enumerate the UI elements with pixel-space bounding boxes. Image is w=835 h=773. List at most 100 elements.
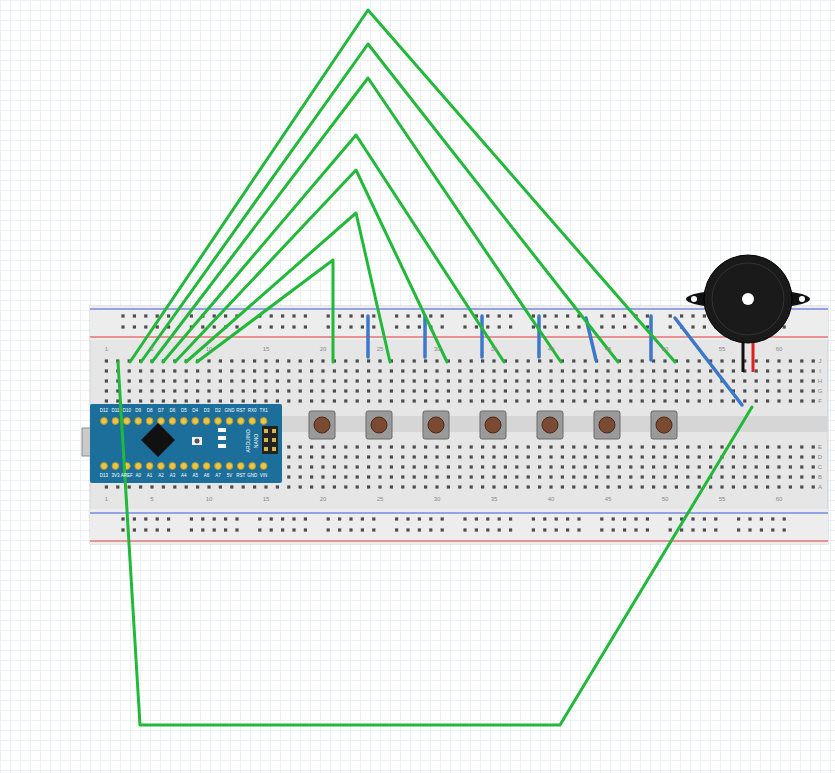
hole xyxy=(424,485,427,488)
column-number: 60 xyxy=(776,496,783,502)
led xyxy=(218,428,226,432)
hole xyxy=(327,325,330,328)
hole xyxy=(595,389,598,392)
hole xyxy=(515,399,518,402)
hole xyxy=(538,399,541,402)
hole xyxy=(470,399,473,402)
hole xyxy=(390,445,393,448)
hole xyxy=(527,455,530,458)
hole xyxy=(190,314,193,317)
hole xyxy=(344,369,347,372)
hole xyxy=(424,359,427,362)
hole xyxy=(652,475,655,478)
pin-name: D12 xyxy=(100,409,108,414)
hole xyxy=(196,369,199,372)
hole xyxy=(401,465,404,468)
hole xyxy=(652,399,655,402)
hole xyxy=(606,455,609,458)
hole xyxy=(686,465,689,468)
hole xyxy=(213,528,216,531)
hole xyxy=(321,465,324,468)
hole xyxy=(333,465,336,468)
hole xyxy=(458,389,461,392)
hole xyxy=(732,465,735,468)
hole xyxy=(304,517,307,520)
hole xyxy=(515,475,518,478)
hole xyxy=(515,389,518,392)
hole xyxy=(441,517,444,520)
hole xyxy=(470,389,473,392)
hole xyxy=(372,314,375,317)
row-letter: I xyxy=(819,368,821,374)
pin-name: RST xyxy=(236,409,245,414)
hole xyxy=(618,379,621,382)
pin-name: A6 xyxy=(204,474,210,479)
hole xyxy=(698,455,701,458)
pin-name: D7 xyxy=(158,409,164,414)
column-number: 5 xyxy=(150,496,153,502)
hole xyxy=(156,517,159,520)
column-number: 1 xyxy=(105,496,108,502)
hole xyxy=(207,485,210,488)
hole xyxy=(287,399,290,402)
hole xyxy=(686,359,689,362)
hole xyxy=(139,369,142,372)
hole xyxy=(173,485,176,488)
hole xyxy=(292,325,295,328)
hole xyxy=(235,528,238,531)
hole xyxy=(378,455,381,458)
hole xyxy=(646,517,649,520)
hole xyxy=(538,369,541,372)
hole xyxy=(498,314,501,317)
hole xyxy=(789,379,792,382)
hole xyxy=(235,325,238,328)
hole xyxy=(543,325,546,328)
row-letter: D xyxy=(818,454,822,460)
pin-name: A4 xyxy=(181,474,187,479)
hole xyxy=(698,465,701,468)
hole xyxy=(190,528,193,531)
hole xyxy=(276,369,279,372)
hole xyxy=(463,314,466,317)
pin xyxy=(180,418,187,425)
pin-name: 5V xyxy=(227,474,233,479)
hole xyxy=(470,485,473,488)
hole xyxy=(572,465,575,468)
rail-line xyxy=(90,512,828,513)
hole xyxy=(299,465,302,468)
hole xyxy=(755,485,758,488)
hole xyxy=(390,399,393,402)
hole xyxy=(390,475,393,478)
hole xyxy=(406,314,409,317)
column-number: 25 xyxy=(377,346,384,352)
hole xyxy=(606,445,609,448)
hole xyxy=(777,455,780,458)
hole xyxy=(641,465,644,468)
hole xyxy=(287,455,290,458)
hole xyxy=(504,369,507,372)
hole xyxy=(691,528,694,531)
hole xyxy=(606,465,609,468)
hole xyxy=(213,517,216,520)
pin xyxy=(101,463,108,470)
hole xyxy=(481,379,484,382)
hole xyxy=(789,465,792,468)
hole xyxy=(390,485,393,488)
hole xyxy=(720,475,723,478)
hole xyxy=(458,485,461,488)
hole xyxy=(618,389,621,392)
hole xyxy=(281,314,284,317)
hole xyxy=(618,399,621,402)
hole xyxy=(128,399,131,402)
hole xyxy=(441,314,444,317)
hole xyxy=(201,325,204,328)
hole xyxy=(492,445,495,448)
hole xyxy=(333,389,336,392)
push-button xyxy=(309,411,335,439)
hole xyxy=(253,379,256,382)
hole xyxy=(777,359,780,362)
hole xyxy=(584,455,587,458)
hole xyxy=(618,369,621,372)
hole xyxy=(800,445,803,448)
hole xyxy=(686,389,689,392)
